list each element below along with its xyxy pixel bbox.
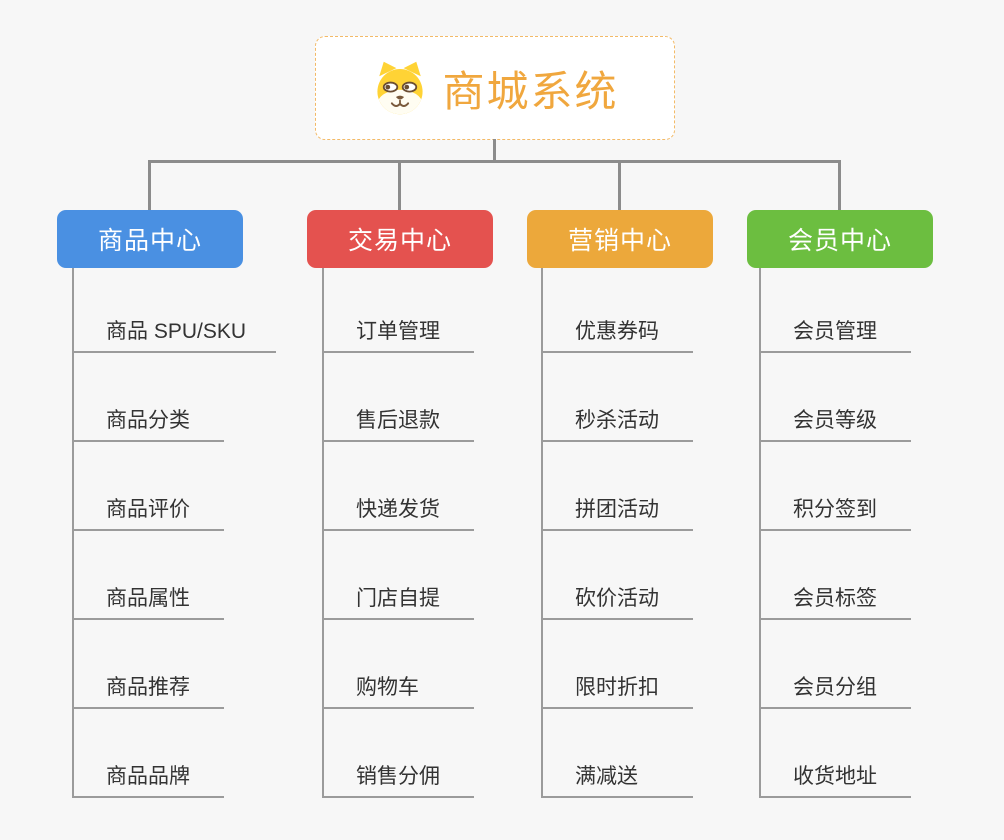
leaf-node[interactable]: 商品评价 [74, 442, 224, 531]
root-title: 商城系统 [442, 67, 619, 115]
leaf-node[interactable]: 门店自提 [324, 531, 474, 620]
connector-bus [148, 160, 841, 163]
leaf-node[interactable]: 会员等级 [761, 353, 911, 442]
leaf-node[interactable]: 商品推荐 [74, 620, 224, 709]
leaf-node[interactable]: 收货地址 [761, 709, 911, 798]
branch-children-members: 会员管理 会员等级 积分签到 会员标签 会员分组 收货地址 [759, 268, 911, 798]
leaf-node[interactable]: 满减送 [543, 709, 693, 798]
leaf-node[interactable]: 拼团活动 [543, 442, 693, 531]
leaf-node[interactable]: 商品品牌 [74, 709, 224, 798]
branch-children-trade: 订单管理 售后退款 快递发货 门店自提 购物车 销售分佣 [322, 268, 474, 798]
leaf-node[interactable]: 快递发货 [324, 442, 474, 531]
dog-face-icon [377, 61, 424, 115]
leaf-node[interactable]: 限时折扣 [543, 620, 693, 709]
leaf-node[interactable]: 会员标签 [761, 531, 911, 620]
leaf-node[interactable]: 销售分佣 [324, 709, 474, 798]
leaf-node[interactable]: 商品 SPU/SKU [74, 268, 277, 353]
leaf-node[interactable]: 商品分类 [74, 353, 224, 442]
branch-children-products: 商品 SPU/SKU 商品分类 商品评价 商品属性 商品推荐 商品品牌 [72, 268, 277, 798]
branch-node-members[interactable]: 会员中心 [747, 210, 933, 268]
connector-drop-trade [398, 160, 401, 211]
branch-node-trade[interactable]: 交易中心 [307, 210, 493, 268]
connector-drop-marketing [618, 160, 621, 211]
leaf-node[interactable]: 订单管理 [324, 268, 474, 353]
leaf-node[interactable]: 优惠券码 [543, 268, 693, 353]
leaf-node[interactable]: 积分签到 [761, 442, 911, 531]
leaf-node[interactable]: 会员分组 [761, 620, 911, 709]
leaf-node[interactable]: 砍价活动 [543, 531, 693, 620]
leaf-node[interactable]: 商品属性 [74, 531, 224, 620]
leaf-node[interactable]: 秒杀活动 [543, 353, 693, 442]
connector-root-stub [493, 139, 496, 162]
connector-drop-products [148, 160, 151, 211]
leaf-node[interactable]: 会员管理 [761, 268, 911, 353]
root-node[interactable]: 商城系统 [315, 36, 675, 140]
branch-node-products[interactable]: 商品中心 [57, 210, 243, 268]
connector-drop-members [838, 160, 841, 211]
branch-children-marketing: 优惠券码 秒杀活动 拼团活动 砍价活动 限时折扣 满减送 [541, 268, 693, 798]
leaf-node[interactable]: 购物车 [324, 620, 474, 709]
branch-node-marketing[interactable]: 营销中心 [527, 210, 713, 268]
leaf-node[interactable]: 售后退款 [324, 353, 474, 442]
